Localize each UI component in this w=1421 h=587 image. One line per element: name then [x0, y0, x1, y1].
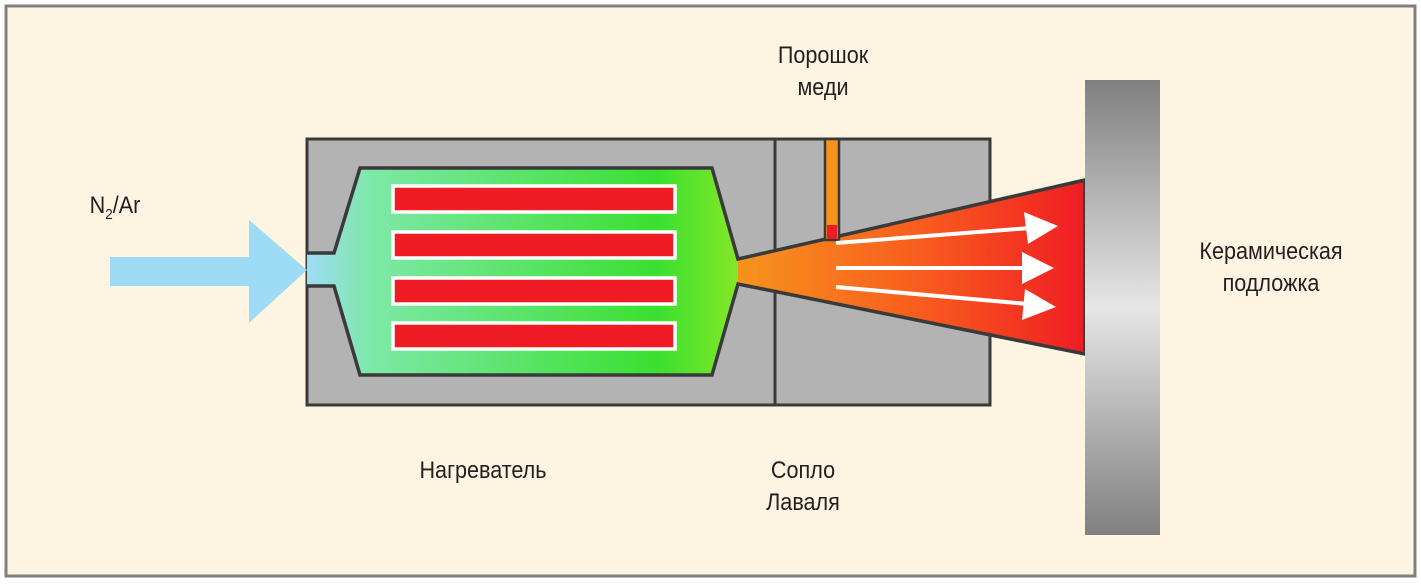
powder-label: Порошок меди: [777, 42, 869, 101]
heater-element: [391, 184, 677, 214]
arrowhead: [1022, 252, 1054, 284]
ceramic-substrate: [1085, 80, 1160, 535]
heater-element: [391, 321, 677, 351]
arrowhead: [1022, 289, 1056, 320]
substrate-label: Керамическая подложка: [1199, 238, 1343, 297]
powder-feed-tube: [823, 137, 841, 242]
gas-inlet-arrow: [110, 220, 307, 323]
gas-label: N2/Ar: [89, 192, 141, 223]
heater-label: Нагреватель: [419, 457, 547, 484]
particle-arrow-bottom: [835, 285, 1029, 306]
heater-element: [391, 276, 677, 306]
nozzle-label: Сопло Лаваля: [766, 457, 840, 516]
heater-element: [391, 230, 677, 260]
arrowhead: [1024, 212, 1058, 244]
particle-arrows: [835, 212, 1058, 320]
powder-feed-outlet: [827, 225, 837, 239]
particle-arrow-top: [835, 226, 1031, 245]
